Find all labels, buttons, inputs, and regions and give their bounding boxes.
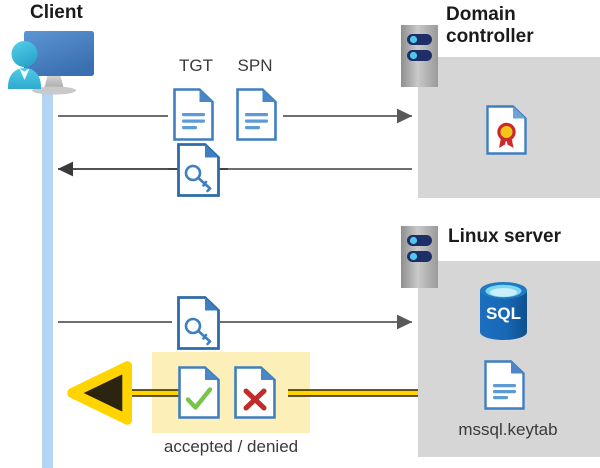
- service-ticket-document-key-icon: [177, 296, 222, 350]
- result-caption: accepted / denied: [120, 437, 342, 457]
- linux-server-label-text: Linux server: [448, 226, 561, 247]
- keytab-label-text: mssql.keytab: [458, 420, 558, 439]
- tgt-label: TGT: [168, 56, 224, 76]
- accepted-document-check-icon: [178, 366, 220, 419]
- linux-server-server-rack-icon: [401, 226, 438, 288]
- domain-controller-label-line2: controller: [446, 26, 534, 47]
- domain-controller-label-line1: Domain: [446, 4, 516, 25]
- client-label: Client: [30, 2, 140, 24]
- keytab-document-icon: [484, 360, 525, 410]
- certificate-document-icon: [486, 105, 527, 155]
- spn-label: SPN: [226, 56, 284, 76]
- domain-controller-label: Domain controller: [446, 4, 596, 48]
- sql-database-icon: SQL: [479, 281, 528, 341]
- tgt-document-lines-icon: [173, 88, 214, 141]
- spn-document-lines-icon: [236, 88, 277, 141]
- client-lifeline: [42, 88, 53, 468]
- denied-document-cross-icon: [234, 366, 276, 419]
- keytab-label: mssql.keytab: [428, 420, 588, 440]
- result-caption-text: accepted / denied: [163, 437, 299, 456]
- linux-server-label: Linux server: [448, 226, 598, 248]
- client-label-text: Client: [30, 2, 83, 23]
- tgt-label-text: TGT: [179, 56, 213, 75]
- ticket-reply-document-key-icon: [177, 143, 222, 197]
- domain-controller-server-rack-icon: [401, 25, 438, 87]
- client-workstation-icon: [2, 26, 102, 104]
- result-highlight-box: [152, 352, 310, 433]
- spn-label-text: SPN: [237, 56, 273, 75]
- sql-database-text: SQL: [486, 304, 521, 323]
